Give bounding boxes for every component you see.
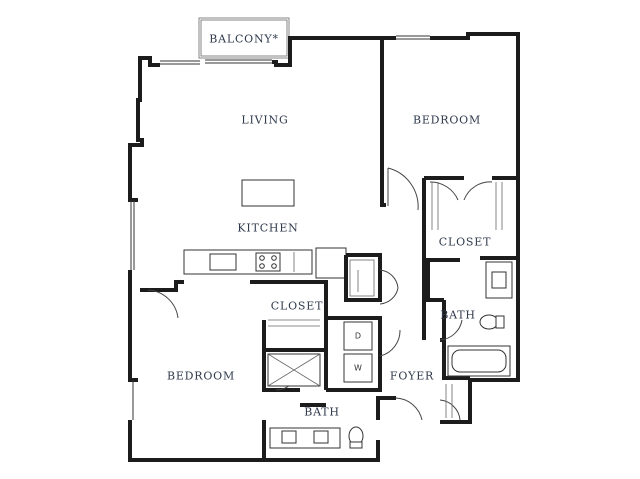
closet-right-label: CLOSET xyxy=(438,235,492,249)
laundry xyxy=(343,321,373,383)
bath-right-label: BATH xyxy=(440,308,476,322)
kitchen-island xyxy=(241,179,295,207)
kitchen-fixtures xyxy=(209,252,295,272)
bath-left-label: BATH xyxy=(304,405,340,419)
bath-fixtures xyxy=(267,261,513,449)
kitchen-sink xyxy=(209,253,237,271)
living-label: LIVING xyxy=(241,113,289,127)
toilet-right xyxy=(479,314,499,330)
exterior-walls xyxy=(128,32,520,462)
dryer-label: D xyxy=(354,331,362,341)
interior-walls xyxy=(140,40,516,460)
balcony-label: BALCONY* xyxy=(209,32,279,46)
dryer xyxy=(343,321,373,351)
kitchen-label: KITCHEN xyxy=(237,221,299,235)
bathtub xyxy=(447,345,511,377)
bedroom-right-label: BEDROOM xyxy=(412,113,482,127)
double-vanity xyxy=(269,427,341,449)
closet-shelving xyxy=(268,182,503,418)
washer xyxy=(343,353,373,383)
foyer-label: FOYER xyxy=(389,369,435,383)
vanity-right xyxy=(485,261,513,299)
bedroom-left-label: BEDROOM xyxy=(166,369,236,383)
washer-label: W xyxy=(354,363,362,373)
cooktop xyxy=(255,252,281,272)
closet-left-label: CLOSET xyxy=(270,299,324,313)
